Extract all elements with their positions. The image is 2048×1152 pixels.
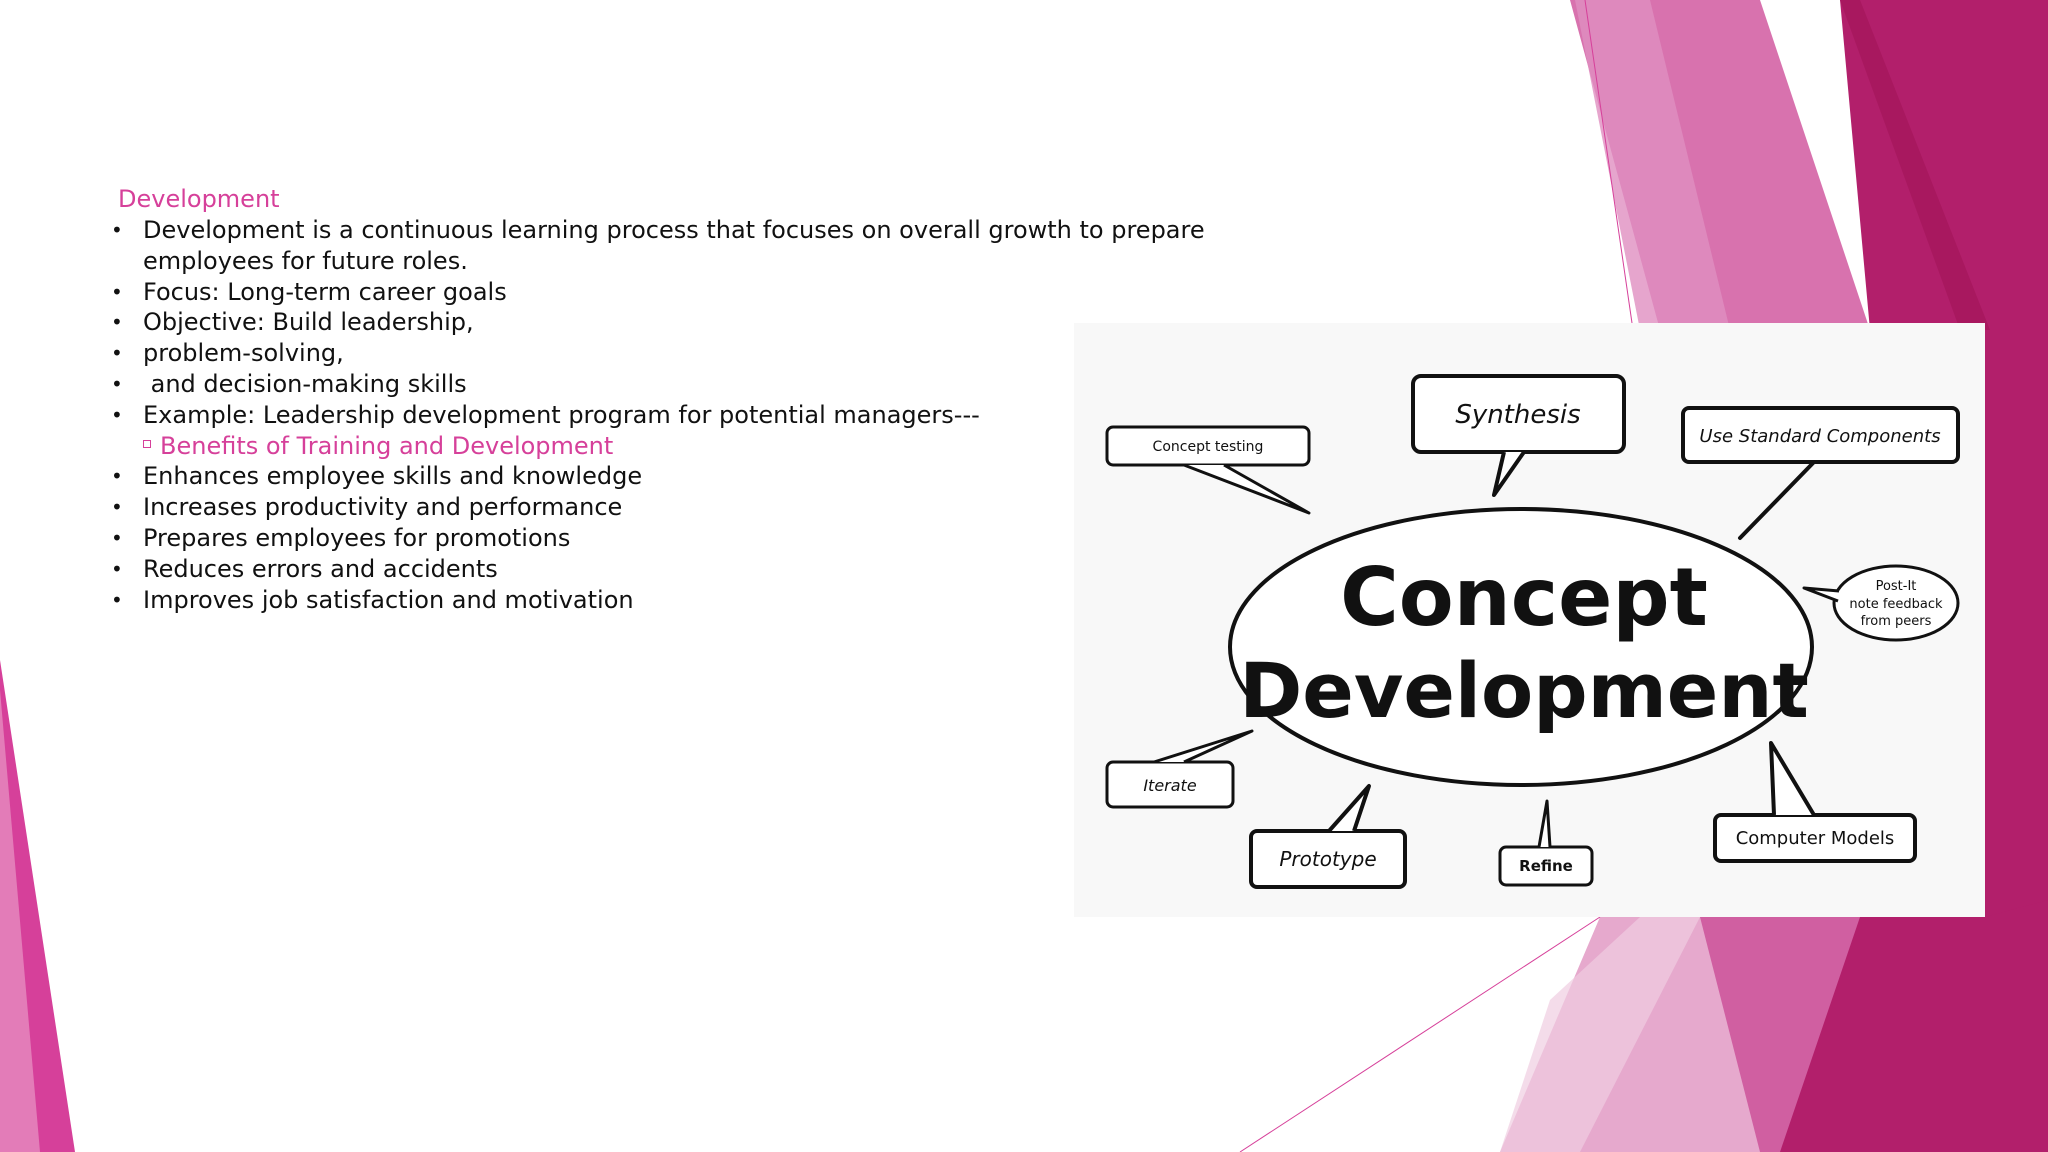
- label-postit-3: from peers: [1861, 614, 1932, 629]
- benefit-text: Improves job satisfaction and motivation: [143, 585, 634, 614]
- tail-postit: [1802, 586, 1840, 603]
- benefit-item: • Increases productivity and performance: [108, 492, 1208, 523]
- tail-computer-models: [1769, 741, 1816, 817]
- bullet-item: • Objective: Build leadership,: [108, 307, 1208, 338]
- bullet-item: • and decision-making skills: [108, 369, 1208, 400]
- diagram-svg: Concept Development Concept testing Synt…: [1105, 374, 1960, 889]
- label-use-standard-components: Use Standard Components: [1699, 426, 1940, 447]
- label-iterate: Iterate: [1143, 776, 1196, 795]
- benefit-item: • Prepares employees for promotions: [108, 523, 1208, 554]
- tail-synthesis: [1492, 450, 1526, 497]
- benefit-item: • Reduces errors and accidents: [108, 554, 1208, 585]
- center-ellipse: [1228, 507, 1814, 787]
- development-heading: Development: [118, 185, 280, 213]
- bullet-item: • problem-solving,: [108, 338, 1208, 369]
- bullet-text: Development is a continuous learning pro…: [143, 216, 1205, 275]
- tail-iterate: [1153, 729, 1254, 764]
- benefit-text: Reduces errors and accidents: [143, 554, 498, 583]
- thin-line-top: [1584, 0, 1633, 324]
- ribbon-dark-right: [1840, 0, 2048, 1152]
- thin-line-bottom: [1239, 916, 1601, 1152]
- bullet-text: problem-solving,: [143, 339, 344, 368]
- bullet-icon: •: [111, 371, 123, 396]
- bullet-icon: •: [111, 310, 123, 335]
- bullet-text: and decision-making skills: [143, 369, 467, 398]
- label-synthesis: Synthesis: [1455, 400, 1580, 430]
- development-bullet-list: • Development is a continuous learning pr…: [108, 215, 1208, 615]
- benefits-subheading-text: Benefits of Training and Development: [160, 431, 614, 460]
- ribbon-bottom-dark: [1780, 900, 2048, 1152]
- bullet-item: • Focus: Long-term career goals: [108, 277, 1208, 308]
- benefit-text: Prepares employees for promotions: [143, 523, 571, 552]
- square-bullet-icon: [143, 439, 151, 448]
- bullet-icon: •: [111, 587, 123, 612]
- label-refine: Refine: [1519, 857, 1573, 875]
- ribbon-dark-edge: [1840, 0, 1990, 330]
- bullet-icon: •: [111, 402, 123, 427]
- ribbon-mid-right: [1575, 0, 1730, 330]
- bubble-postit: [1832, 564, 1960, 642]
- bullet-item: • Example: Leadership development program…: [108, 400, 1208, 431]
- bullet-icon: •: [111, 525, 123, 550]
- benefit-item: • Enhances employee skills and knowledge: [108, 461, 1208, 492]
- ribbon-left-light: [0, 690, 40, 1152]
- label-postit-1: Post-It: [1876, 579, 1917, 594]
- tail-prototype: [1327, 784, 1371, 833]
- bullet-icon: •: [111, 556, 123, 581]
- tail-use-standard-components: [1738, 460, 1849, 540]
- center-text-line1: Concept: [1340, 551, 1708, 644]
- label-computer-models: Computer Models: [1736, 828, 1895, 849]
- bullet-icon: •: [111, 218, 123, 242]
- bubble-prototype: [1249, 829, 1407, 889]
- benefit-item: • Improves job satisfaction and motivatio…: [108, 585, 1208, 616]
- label-concept-testing: Concept testing: [1153, 439, 1264, 455]
- tail-concept-testing: [1183, 463, 1311, 515]
- bullet-icon: •: [111, 495, 123, 520]
- bullet-text: Focus: Long-term career goals: [143, 277, 507, 306]
- bullet-icon: •: [111, 464, 123, 489]
- center-text-line2: Development: [1239, 646, 1809, 735]
- bullet-icon: •: [111, 341, 123, 366]
- label-prototype: Prototype: [1279, 847, 1376, 871]
- bullet-item: • Development is a continuous learning pr…: [108, 215, 1208, 277]
- ribbon-bottom-pale: [1500, 917, 1700, 1152]
- benefit-text: Increases productivity and performance: [143, 493, 623, 522]
- slide-content: Development • Development is a continuous…: [108, 184, 1208, 615]
- bullet-text: Example: Leadership development program …: [143, 400, 980, 429]
- bubble-computer-models: [1713, 813, 1917, 863]
- bullet-icon: •: [111, 279, 123, 304]
- benefits-subheading: Benefits of Training and Development: [108, 431, 1208, 462]
- label-postit-2: note feedback: [1849, 597, 1943, 612]
- tail-refine: [1537, 799, 1552, 848]
- concept-development-diagram: Concept Development Concept testing Synt…: [1074, 323, 1985, 917]
- bullet-text: Objective: Build leadership,: [143, 308, 474, 337]
- benefit-text: Enhances employee skills and knowledge: [143, 462, 643, 491]
